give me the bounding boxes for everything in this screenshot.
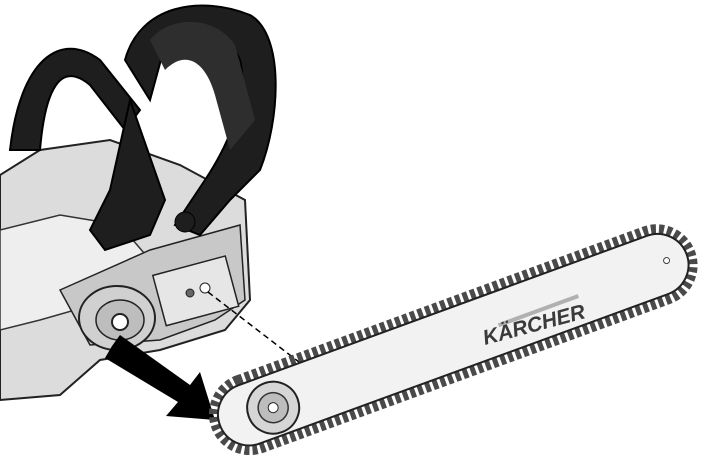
sprocket-cover [78, 285, 156, 351]
chainsaw-handles [8, 4, 277, 252]
removal-direction-arrow-icon [105, 335, 215, 420]
alignment-guide-line [207, 291, 313, 373]
guide-bar [208, 224, 698, 456]
